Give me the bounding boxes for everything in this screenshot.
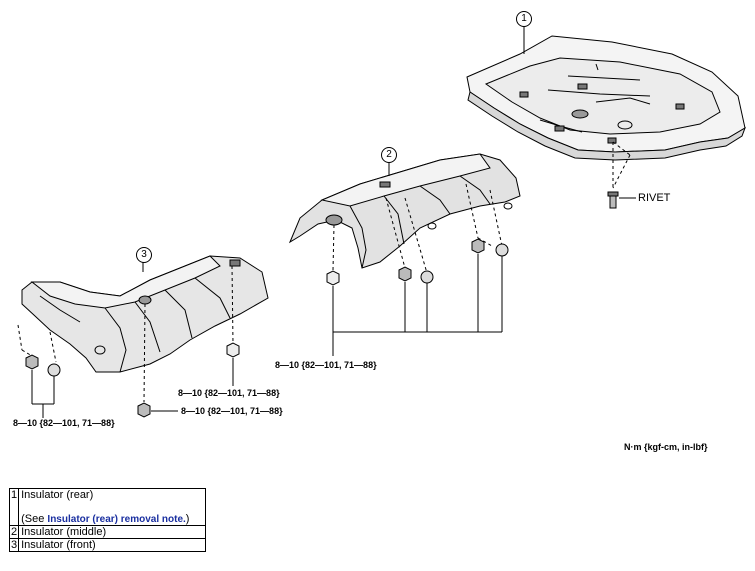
parts-table: 1 Insulator (rear) (See Insulator (rear)…: [8, 488, 207, 552]
callout-3: 3: [136, 247, 152, 263]
callout-2: 2: [381, 147, 397, 163]
part-number: 1: [8, 488, 20, 526]
rivet-label: RIVET: [638, 192, 671, 204]
torque-label-middle: 8—10 {82—101, 71—88}: [275, 360, 377, 370]
front-nuts: [25, 342, 240, 418]
exploded-view-diagram: [17, 26, 746, 418]
part-name: Insulator (front): [18, 538, 207, 552]
table-row: 3 Insulator (front): [8, 538, 207, 552]
torque-label-front-lower: 8—10 {82—101, 71—88}: [181, 406, 283, 416]
table-row: 1 Insulator (rear) (See Insulator (rear)…: [8, 488, 207, 526]
insulator-rear-removal-note-link[interactable]: Insulator (rear) removal note.: [47, 514, 186, 525]
part-description: Insulator (rear) (See Insulator (rear) r…: [18, 488, 207, 526]
note-prefix: (See: [21, 513, 48, 525]
torque-label-front-upper: 8—10 {82—101, 71—88}: [178, 388, 280, 398]
torque-unit-label: N·m {kgf-cm, in-lbf}: [624, 442, 708, 452]
part-number: 2: [8, 525, 20, 539]
removal-note: (See Insulator (rear) removal note.): [21, 513, 203, 525]
insulator-front-shape: [21, 255, 269, 373]
note-suffix: ): [185, 513, 190, 525]
insulator-rear-shape: [466, 35, 746, 161]
part-name: Insulator (rear): [21, 489, 94, 501]
middle-leader-lines: [332, 254, 503, 356]
table-row: 2 Insulator (middle): [8, 525, 207, 539]
part-number: 3: [8, 538, 20, 552]
insulator-middle-shape: [288, 153, 521, 269]
part-name: Insulator (middle): [18, 525, 207, 539]
middle-nuts: [326, 238, 509, 286]
rivet-fastener: [607, 191, 619, 209]
front-leader-lines: [31, 358, 234, 418]
callout-1: 1: [516, 11, 532, 27]
torque-label-front-left: 8—10 {82—101, 71—88}: [13, 418, 115, 428]
